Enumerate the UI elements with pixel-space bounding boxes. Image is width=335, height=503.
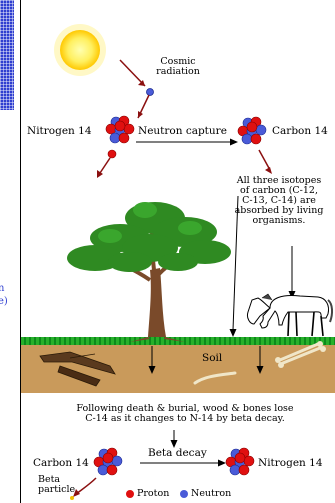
neutron-capture-arrow [136,138,238,146]
beta-particle-arrow [70,477,97,500]
proton-legend-dot [126,490,134,498]
diagram-frame [20,0,335,503]
blue-grid-fragment [0,0,14,110]
carbon-14-bottom-label: Carbon 14 [33,457,89,469]
soil-arrows [148,346,264,374]
neutron-capture-label: Neutron capture [138,125,227,137]
isotopes-line5: organisms. [252,215,306,226]
cosmic-radiation-line2: radiation [156,66,200,77]
cosmic-radiation-label: Cosmic radiation [148,57,208,77]
left-text-fragment-2: e) [0,296,8,307]
burial-line1: Following death & burial, wood & bones l… [76,403,294,414]
isotopes-line4: absorbed by living [234,205,324,216]
cosmic-radiation-line1: Cosmic [160,56,196,67]
buried-bone-icon [275,341,326,368]
buried-wood-icon [39,351,116,387]
isotopes-line3: C-13, C-14) are [242,195,316,206]
burial-to-decay-arrow [170,430,178,448]
buried-small-bone-icon [193,371,237,385]
left-text-fragment-1: n [0,283,5,294]
beta-decay-arrow [140,459,226,467]
carbon-14-top-label: Carbon 14 [272,125,328,137]
neutron-legend-label: Neutron [191,488,232,499]
burial-line2: C-14 as it changes to N-14 by beta decay… [85,413,285,424]
carbon-to-organisms-arrow [258,149,272,174]
soil-label: Soil [202,352,223,364]
carbon-14-nucleus-bottom-icon [93,447,123,476]
isotopes-line2: of carbon (C-12, [239,185,318,196]
burial-note: Following death & burial, wood & bones l… [40,404,330,424]
nitrogen-14-nucleus-bottom-icon [225,447,255,476]
horse-icon [247,293,334,337]
proton-legend-label: Proton [137,488,170,499]
nitrogen-14-top-label: Nitrogen 14 [27,125,92,137]
neutron-legend-dot [180,490,188,498]
nitrogen-14-bottom-label: Nitrogen 14 [258,457,323,469]
isotopes-note: All three isotopes of carbon (C-12, C-13… [225,176,333,226]
lower-panel-background [21,393,335,503]
beta-particle-label: Beta particle [38,475,75,495]
left-margin-strip: n e) [0,0,20,503]
ejected-proton-arrow [97,149,117,178]
beta-particle-line2: particle [38,484,76,495]
sun-icon [54,24,106,76]
nitrogen-14-nucleus-icon [105,115,135,144]
isotopes-line1: All three isotopes [236,175,322,186]
cosmic-ray-arrow [119,59,154,119]
beta-particle-line1: Beta [38,474,61,485]
tree-icon [67,202,231,342]
beta-decay-label: Beta decay [148,447,207,459]
carbon-14-nucleus-icon [237,116,267,145]
